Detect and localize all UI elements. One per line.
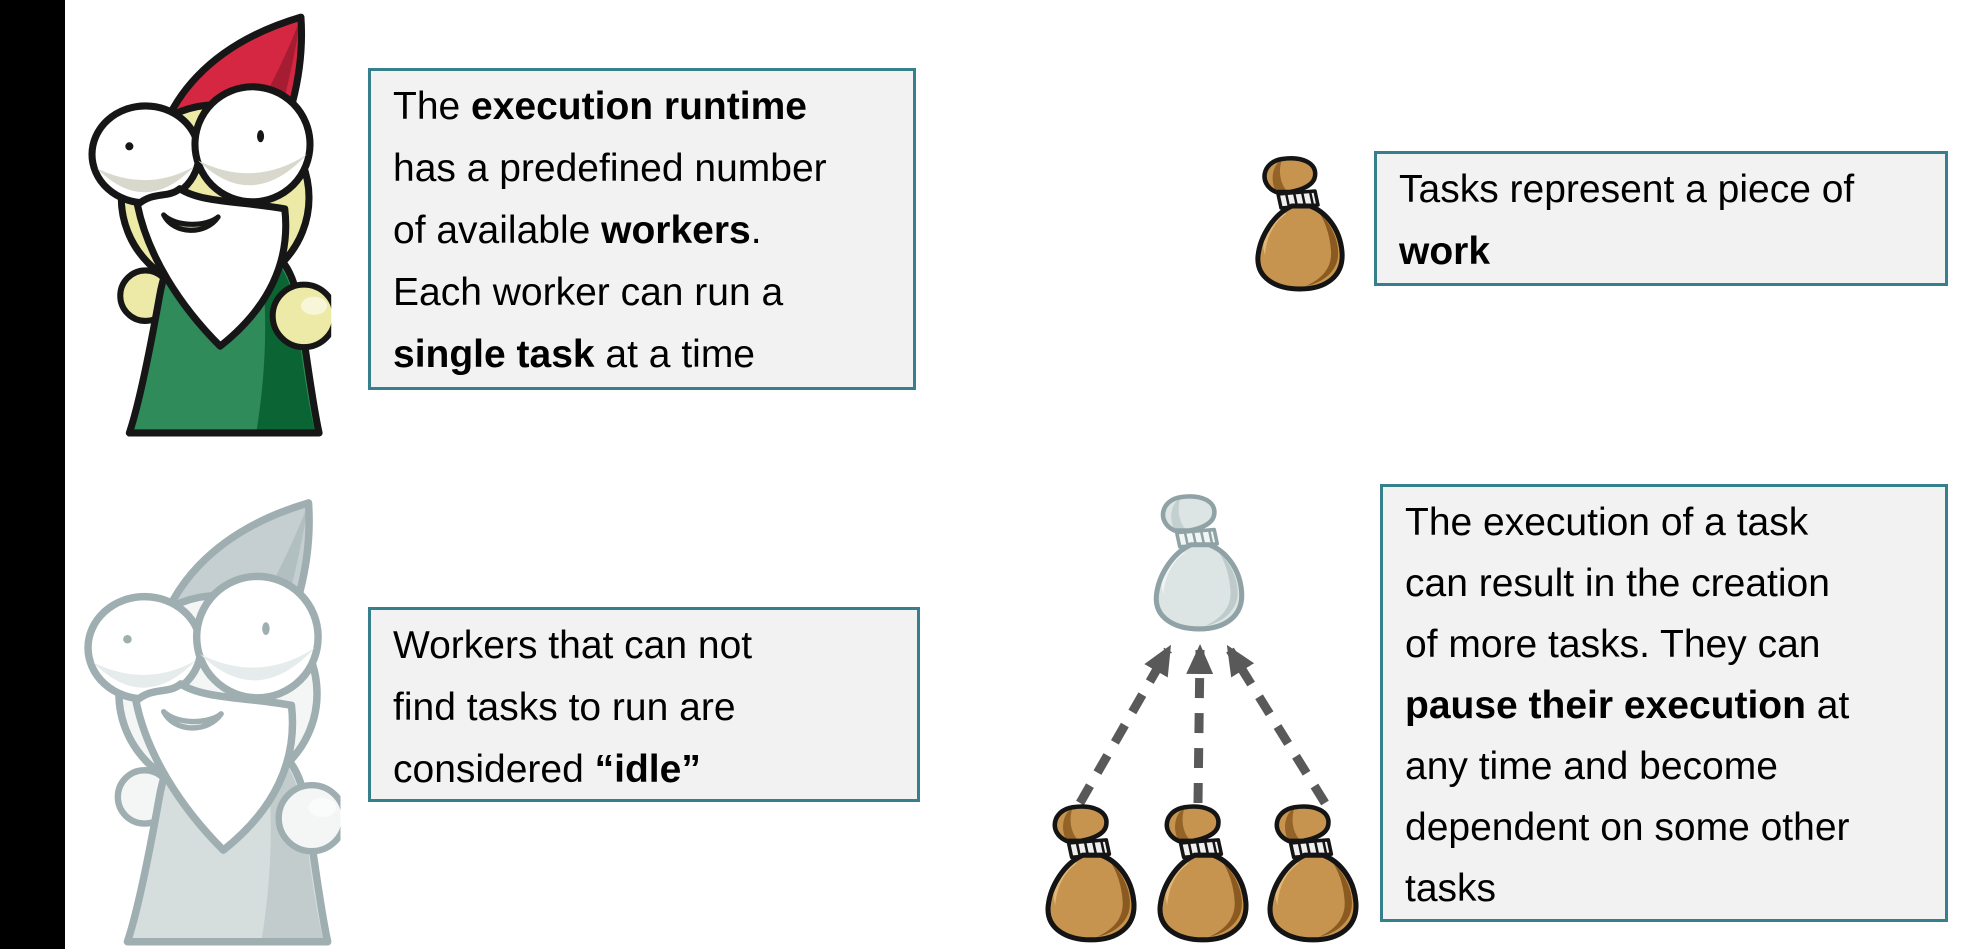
left-black-bar xyxy=(0,0,65,949)
gnome-worker-icon xyxy=(65,3,335,437)
task-dependency-diagram xyxy=(1030,488,1390,949)
money-bag-gray-icon xyxy=(1146,490,1252,632)
gnome-idle-icon xyxy=(52,488,352,946)
money-bag-icon xyxy=(1247,152,1353,292)
money-bag-icon xyxy=(1152,800,1254,943)
dashed-arrow-icon xyxy=(1076,644,1329,806)
money-bag-icon xyxy=(1040,800,1142,943)
money-bag-icon xyxy=(1262,800,1364,943)
